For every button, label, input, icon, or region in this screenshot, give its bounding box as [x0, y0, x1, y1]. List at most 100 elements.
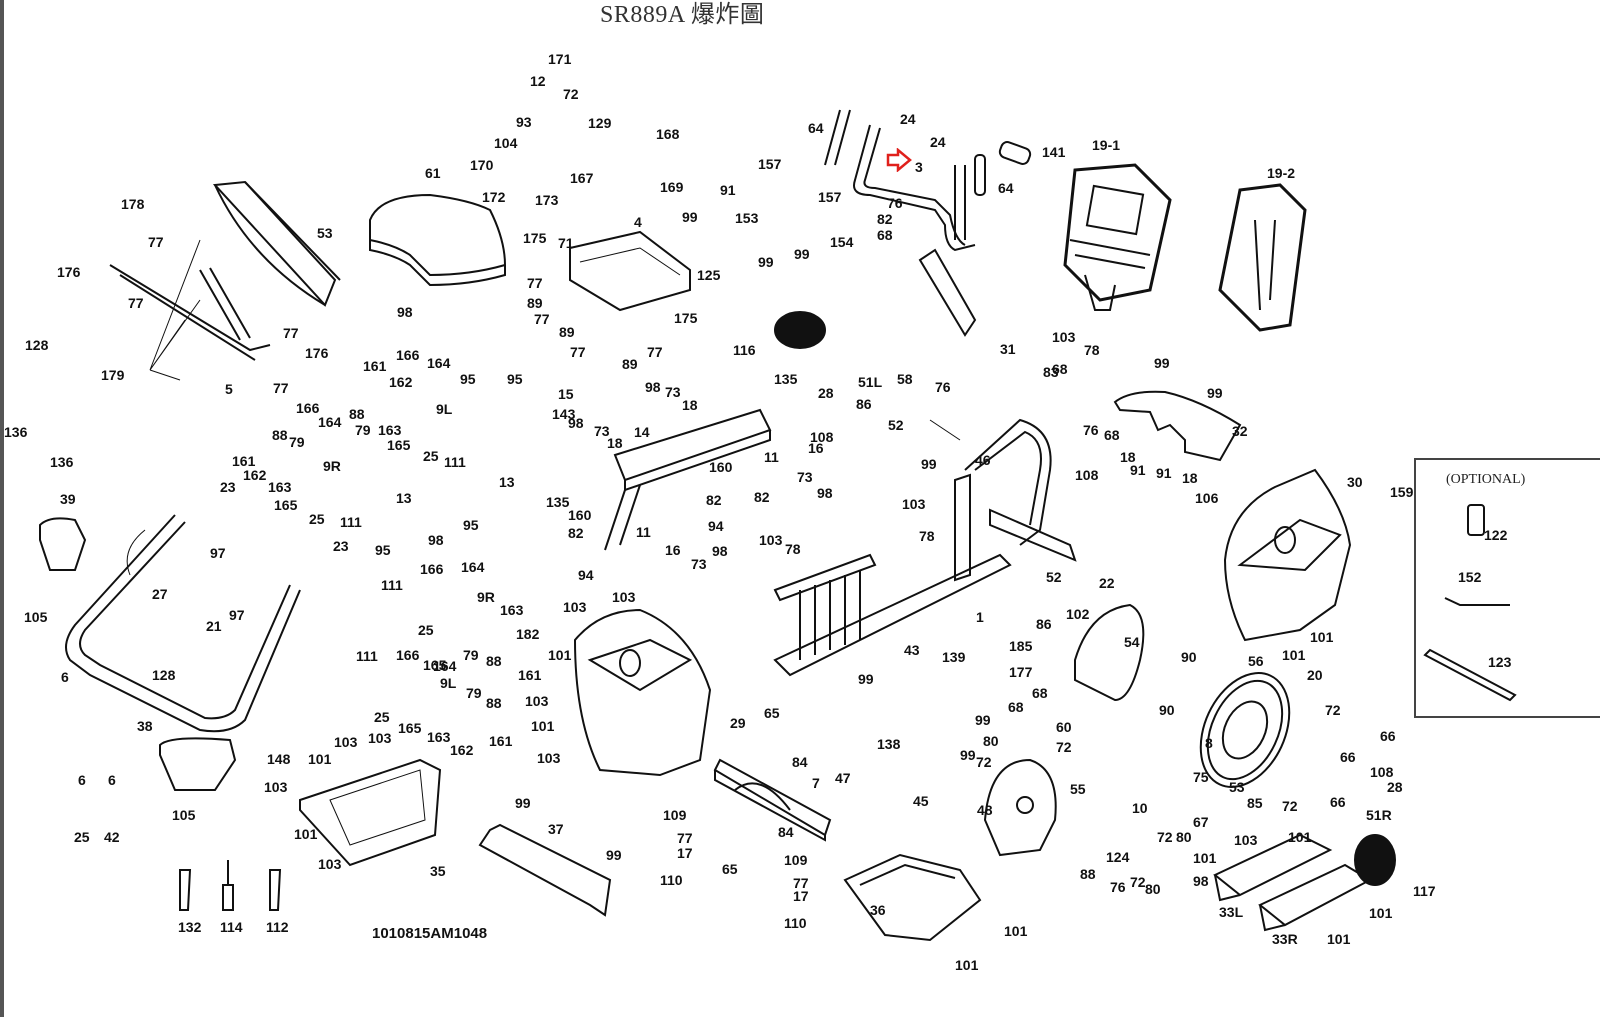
part-label: 139: [942, 649, 966, 665]
part-label: 65: [722, 861, 738, 877]
part-label: 73: [797, 469, 813, 485]
part-label: 83: [1043, 364, 1059, 380]
part-label: 35: [430, 863, 446, 879]
part-label: 78: [1084, 342, 1100, 358]
part-label: 32: [1232, 423, 1248, 439]
front-cover-part: [843, 853, 982, 942]
part-label: 163: [500, 602, 524, 618]
part-label: 84: [792, 754, 808, 770]
part-label: 117: [1413, 883, 1436, 899]
part-label: 108: [1370, 764, 1394, 780]
optional-parts-box: (OPTIONAL) 122 152 123: [1414, 458, 1600, 718]
part-label: 98: [428, 532, 444, 548]
tools-parts: [179, 860, 282, 911]
part-label: 60: [1056, 719, 1072, 735]
flywheel-part: [983, 758, 1057, 857]
part-label: 103: [334, 734, 358, 750]
part-label: 9R: [477, 589, 495, 605]
part-label: 28: [1387, 779, 1403, 795]
part-label: 7: [812, 775, 820, 791]
part-label: 160: [709, 459, 733, 475]
part-label: 82: [706, 492, 722, 508]
part-label: 25: [374, 709, 390, 725]
part-label: 111: [444, 454, 466, 470]
part-label: 28: [818, 385, 834, 401]
part-label: 67: [1193, 814, 1209, 830]
part-label: 103: [612, 589, 636, 605]
part-label: 141: [1042, 144, 1066, 160]
part-label: 128: [25, 337, 49, 353]
part-label: 95: [375, 542, 391, 558]
part-label: 103: [1234, 832, 1258, 848]
part-label: 103: [368, 730, 392, 746]
part-label: 72: [563, 86, 579, 102]
part-label: 101: [548, 647, 572, 663]
part-label: 53: [1229, 779, 1245, 795]
part-label: 136: [4, 424, 28, 440]
part-label: 20: [1307, 667, 1323, 683]
console-front-part: [1063, 163, 1172, 311]
part-label: 91: [1130, 462, 1146, 478]
part-label: 132: [178, 919, 202, 935]
pedal-left-part: [1213, 833, 1333, 902]
part-label: 86: [856, 396, 872, 412]
part-label: 73: [594, 423, 610, 439]
part-label: 98: [1193, 873, 1209, 889]
base-cover-part: [299, 758, 442, 867]
part-label: 88: [486, 695, 502, 711]
part-label: 8: [1205, 735, 1213, 751]
seat-handle-frame-part: [65, 514, 301, 733]
part-label: 101: [531, 718, 555, 734]
part-label: 89: [559, 324, 575, 340]
part-label: 110: [660, 872, 683, 888]
part-label: 161: [363, 358, 387, 374]
part-label: 182: [516, 626, 540, 642]
part-label: 165: [387, 437, 411, 453]
part-label: 33L: [1219, 904, 1244, 920]
part-label: 97: [229, 607, 245, 623]
part-label: 162: [450, 742, 474, 758]
part-label: 89: [622, 356, 638, 372]
backrest-bracket-part: [109, 239, 271, 381]
part-label: 124: [1106, 849, 1130, 865]
part-label: 9L: [440, 675, 457, 691]
part-label: 178: [121, 196, 145, 212]
part-label: 84: [778, 824, 794, 840]
part-label: 64: [998, 180, 1014, 196]
part-label: 161: [232, 453, 256, 469]
part-label: 167: [570, 170, 594, 186]
part-label: 164: [461, 559, 485, 575]
part-label: 15: [558, 386, 574, 402]
part-label: 51L: [858, 374, 883, 390]
part-label: 82: [754, 489, 770, 505]
part-label: 79: [466, 685, 482, 701]
part-label: 17: [793, 888, 809, 904]
part-label: 162: [389, 374, 413, 390]
part-label: 73: [665, 384, 681, 400]
part-label: 105: [24, 609, 48, 625]
part-label: 108: [1075, 467, 1099, 483]
part-label: 68: [1032, 685, 1048, 701]
part-label: 76: [1110, 879, 1126, 895]
part-label: 175: [523, 230, 547, 246]
part-label: 165: [398, 720, 422, 736]
part-label: 103: [902, 496, 926, 512]
part-label: 52: [1046, 569, 1062, 585]
part-label: 53: [317, 225, 333, 241]
part-label: 103: [318, 856, 342, 872]
part-label: 143: [552, 406, 576, 422]
part-label: 163: [378, 422, 402, 438]
part-label: 12: [530, 73, 546, 89]
part-label: 25: [423, 448, 439, 464]
part-label: 77: [677, 830, 693, 846]
part-label: 166: [396, 347, 420, 363]
part-label: 102: [1066, 606, 1090, 622]
part-label: 170: [470, 157, 494, 173]
drawing-code: 1010815AM1048: [372, 925, 488, 942]
part-label: 25: [418, 622, 434, 638]
part-label: 109: [663, 807, 687, 823]
part-label: 108: [810, 429, 834, 445]
part-label: 125: [697, 267, 721, 283]
part-label: 160: [568, 507, 592, 523]
part-label: 138: [877, 736, 901, 752]
